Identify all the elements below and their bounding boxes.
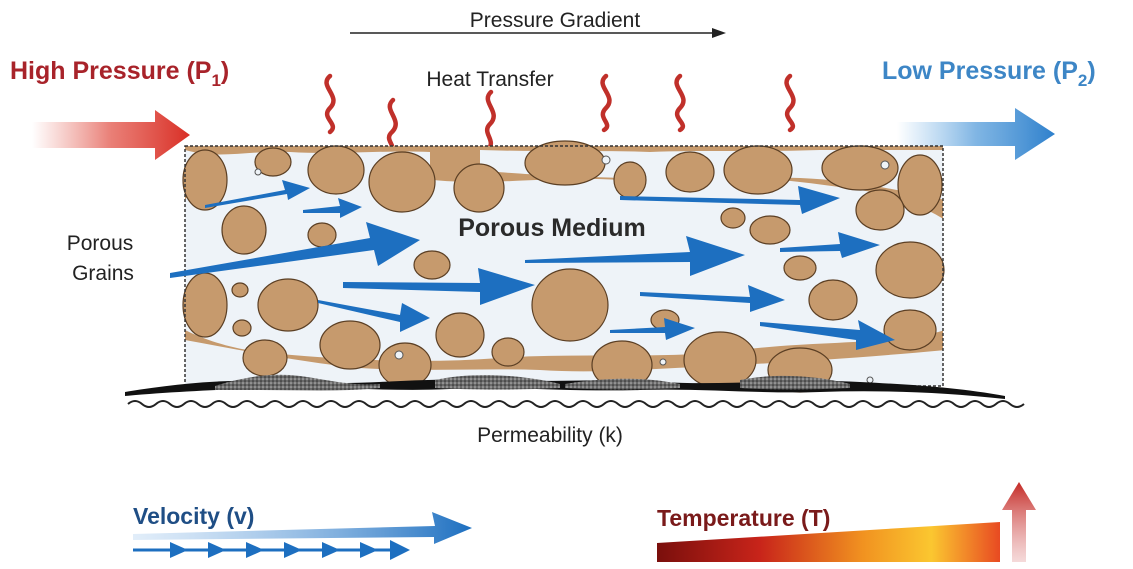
grain [524,140,606,186]
grain [368,151,436,213]
heat-transfer: Heat Transfer [324,68,796,155]
high-pressure-arrow-icon [32,110,190,160]
grain [749,215,791,245]
pressure-gradient-label: Pressure Gradient [470,9,641,32]
velocity-label: Velocity (v) [133,503,254,529]
pressure-gradient-arrowhead-icon [712,28,726,38]
low-pressure-arrow-icon [897,108,1055,160]
porous-medium-box [182,140,945,393]
grain [723,145,793,195]
grain [242,339,288,377]
flow-arrow-icon [525,236,745,276]
flow-arrow-icon [610,318,695,340]
flow-arrow-icon [760,320,895,350]
low-pressure-label: Low Pressure (P2) [882,57,1096,90]
grain [319,320,381,370]
high-pressure-label: High Pressure (P1) [10,57,229,90]
flame-icon [600,73,612,133]
velocity-legend: Velocity (v) [133,503,472,560]
grain [182,272,228,338]
grain [435,312,485,358]
flow-arrow-icon [170,222,420,278]
temperature-gradient-bar [657,522,1000,562]
pressure-gradient-indicator: Pressure Gradient [350,9,726,38]
up-arrow-icon [1002,482,1036,562]
grain [413,250,451,280]
permeability-label: Permeability (k) [477,424,623,447]
porous-grains-label-line1: Porous [67,232,134,255]
flow-arrows [170,180,895,350]
flame-icon [386,97,398,155]
grain [254,147,292,177]
high-pressure-inlet: High Pressure (P1) [10,57,229,160]
flame-icon [674,73,686,133]
temperature-legend: Temperature (T) [657,482,1036,562]
grain [453,163,505,213]
grain [531,268,609,342]
grain [808,279,858,321]
grain [897,154,943,216]
flow-arrow-icon [640,285,785,312]
low-pressure-outlet: Low Pressure (P2) [882,57,1096,160]
flow-arrow-icon [205,180,310,208]
grain [221,205,267,255]
grain [307,145,365,195]
wavy-baseline [127,400,1025,408]
grain [182,149,228,211]
grain [855,189,905,231]
grain [257,278,319,332]
flow-arrow-icon [620,186,840,214]
flame-icon [484,89,496,153]
grain [232,319,252,337]
velocity-chevrons [133,540,410,560]
grain [491,337,525,367]
temperature-label: Temperature (T) [657,505,830,531]
flame-icon [324,73,336,135]
grain [720,207,746,229]
permeability-base: Permeability (k) [125,374,1025,447]
porous-grains-label-line2: Grains [72,262,134,285]
grain [231,282,249,298]
grain [307,222,337,248]
flow-arrow-icon [318,300,430,332]
flow-arrow-icon [343,268,535,305]
grain [665,151,715,193]
porous-medium-label: Porous Medium [458,214,646,242]
grain [783,255,817,281]
porous-grains [182,140,945,393]
flame-icon [784,73,796,133]
flow-arrow-icon [303,198,362,218]
grain [613,161,647,199]
grain [875,241,945,299]
velocity-arrow-icon [133,512,472,544]
grain [883,309,937,351]
flow-arrow-icon [780,232,880,258]
heat-transfer-label: Heat Transfer [426,68,553,91]
